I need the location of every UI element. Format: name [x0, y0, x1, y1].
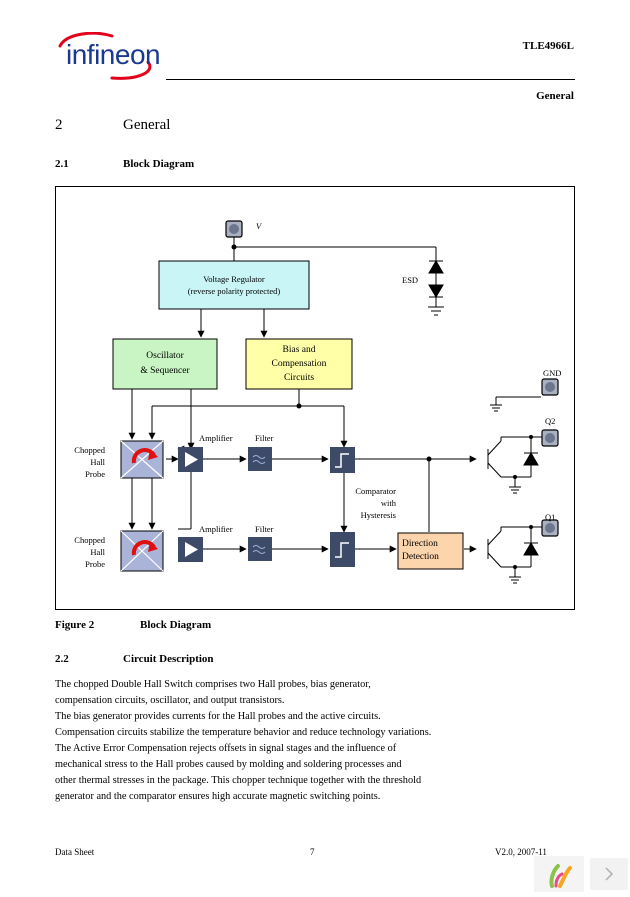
bias-compensation-block: Bias and Compensation Circuits — [271, 345, 327, 383]
section-title: General — [123, 117, 171, 133]
paragraph-line: other thermal stresses in the package. T… — [55, 775, 422, 786]
subsection-title: Block Diagram — [123, 158, 195, 170]
oscillator-sequencer-block: Oscillator & Sequencer — [140, 351, 190, 376]
viewer-controls — [534, 856, 630, 892]
hall-probe-top-label: Chopped Hall Probe — [74, 445, 105, 479]
q1-pin-label: Q1 — [545, 512, 556, 522]
footer-version: V2.0, 2007-11 — [495, 847, 547, 857]
paragraph-line: generator and the comparator ensures hig… — [55, 791, 381, 802]
amplifier-top-label: Amplifier — [199, 433, 233, 443]
amplifier-bottom-label: Amplifier — [199, 524, 233, 534]
filter-bottom-label: Filter — [255, 524, 274, 534]
hall-probe-bottom-label: Chopped Hall Probe — [74, 535, 105, 569]
section-number: 2 — [55, 117, 63, 133]
subsection-title: Circuit Description — [123, 653, 214, 665]
comparator-label: Comparator with Hysteresis — [355, 486, 396, 520]
viewer-logo-icon — [534, 856, 584, 892]
paragraph-line: The Active Error Compensation rejects of… — [55, 743, 397, 754]
figure-title: Block Diagram — [140, 619, 212, 631]
q2-pin-label: Q2 — [545, 416, 556, 426]
figure-number: Figure 2 — [55, 619, 95, 631]
document-id: TLE4966L — [522, 40, 574, 52]
direction-detection-block: Direction Detection — [402, 539, 439, 562]
block-diagram: V ESD GND Q2 Q1 Voltage Regulator (rever… — [55, 186, 575, 610]
paragraph-line: mechanical stress to the Hall probes cau… — [55, 759, 402, 770]
footer-page-number: 7 — [310, 847, 315, 857]
gnd-pin-label: GND — [543, 368, 562, 378]
infineon-logo: infineon — [52, 31, 167, 80]
header-rule — [166, 79, 575, 80]
paragraph-line: Compensation circuits stabilize the temp… — [55, 727, 432, 738]
header-section-title: General — [536, 90, 574, 102]
supply-pin-label: V — [256, 221, 262, 231]
subsection-number: 2.2 — [55, 653, 69, 665]
esd-label: ESD — [402, 275, 419, 285]
chevron-right-icon[interactable] — [590, 858, 628, 890]
footer-doc-type: Data Sheet — [55, 847, 95, 857]
circuit-description-paragraph: The chopped Double Hall Switch comprises… — [55, 677, 515, 805]
paragraph-line: The bias generator provides currents for… — [55, 711, 381, 722]
paragraph-line: compensation circuits, oscillator, and o… — [55, 695, 285, 706]
filter-top-label: Filter — [255, 433, 274, 443]
voltage-regulator-block: Voltage Regulator (reverse polarity prot… — [187, 274, 281, 296]
paragraph-line: The chopped Double Hall Switch comprises… — [55, 679, 371, 690]
subsection-number: 2.1 — [55, 158, 69, 170]
